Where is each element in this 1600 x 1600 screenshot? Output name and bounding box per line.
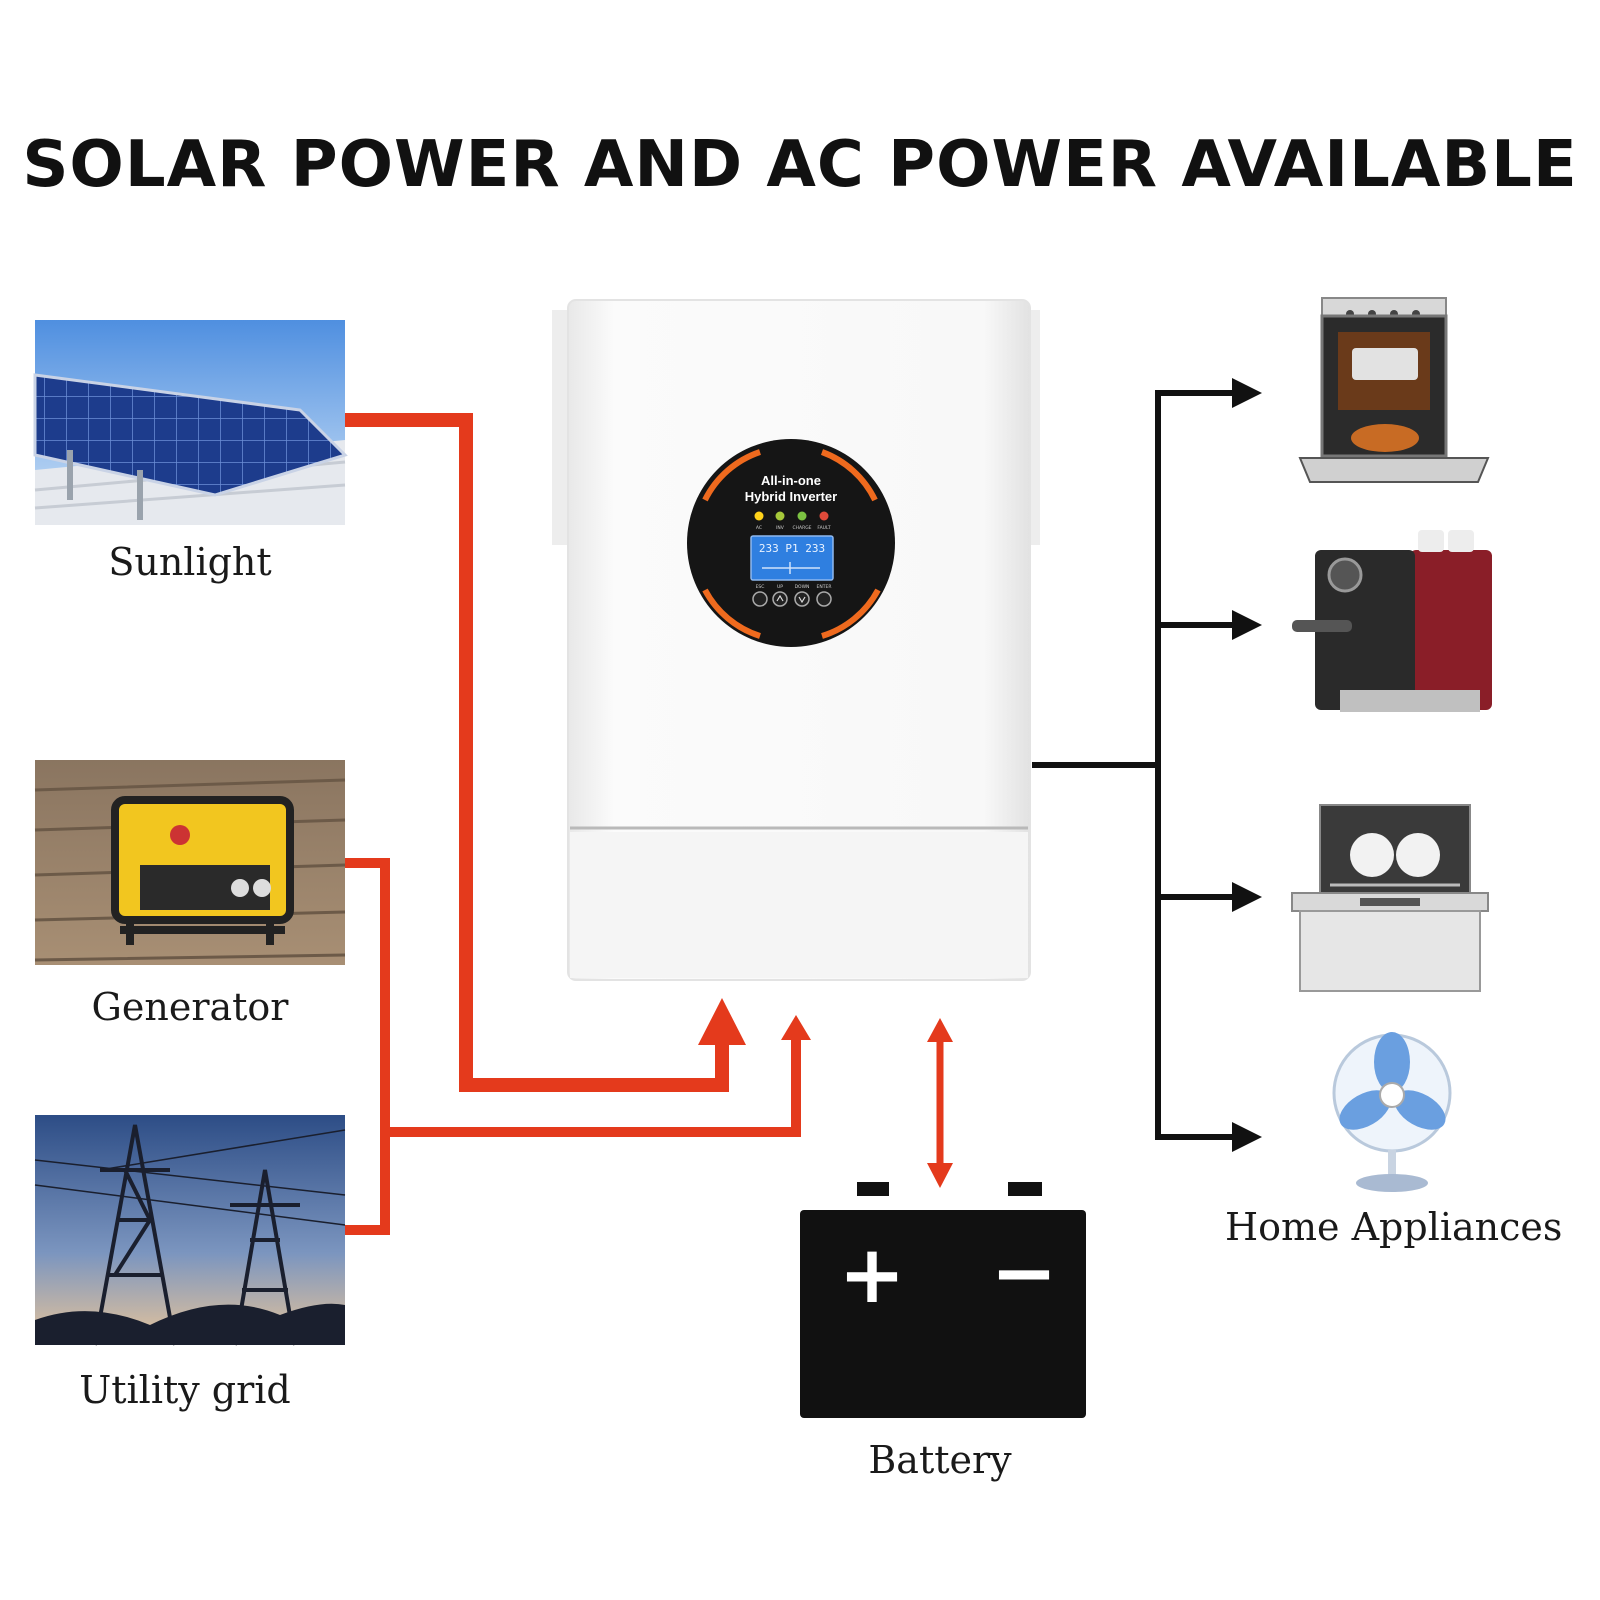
generator-photo bbox=[34, 760, 346, 965]
solar-input-arrowhead bbox=[698, 998, 746, 1045]
indicator-label-inv: INV bbox=[776, 525, 785, 531]
electric-fan-icon bbox=[1332, 1032, 1452, 1192]
battery-label: Battery bbox=[868, 1438, 1012, 1482]
ac-input-line bbox=[345, 858, 801, 1235]
page-title: SOLAR POWER AND AC POWER AVAILABLE bbox=[22, 128, 1578, 202]
battery-link-line bbox=[927, 1018, 953, 1188]
panel-title-line1: All-in-one bbox=[761, 473, 821, 488]
button-label-up: UP bbox=[777, 584, 783, 590]
battery-positive-symbol: + bbox=[838, 1228, 905, 1321]
home-appliances-label: Home Appliances bbox=[1225, 1205, 1563, 1249]
generator-icon bbox=[111, 796, 294, 945]
lcd-screen bbox=[750, 535, 834, 581]
battery-negative-symbol: − bbox=[990, 1226, 1057, 1319]
button-label-down: DOWN bbox=[795, 584, 810, 590]
down-button-icon bbox=[794, 591, 810, 607]
button-label-esc: ESC bbox=[756, 584, 765, 590]
solar-panel-array-icon bbox=[33, 373, 348, 497]
panel-buttons: ESC UP DOWN ENTER bbox=[752, 584, 832, 607]
sunlight-label: Sunlight bbox=[108, 540, 272, 584]
solar-input-line bbox=[345, 413, 729, 1092]
generator-label: Generator bbox=[91, 985, 289, 1029]
ac-input-arrowhead bbox=[781, 1015, 811, 1040]
coffee-machine-icon bbox=[1292, 530, 1492, 712]
utility-grid-photo bbox=[34, 1115, 346, 1346]
sunlight-photo bbox=[33, 320, 348, 525]
panel-title-line2: Hybrid Inverter bbox=[745, 489, 837, 504]
esc-button-icon bbox=[752, 591, 768, 607]
indicator-charge-icon bbox=[797, 511, 807, 521]
indicator-label-ac: AC bbox=[756, 525, 762, 531]
up-button-icon bbox=[772, 591, 788, 607]
indicator-fault-icon bbox=[819, 511, 829, 521]
status-indicators: AC INV CHARGE FAULT bbox=[754, 511, 831, 531]
utility-grid-label: Utility grid bbox=[79, 1368, 291, 1412]
output-distribution-lines bbox=[1032, 390, 1240, 1140]
enter-button-icon bbox=[816, 591, 832, 607]
lcd-readout: 233 P1 233 bbox=[759, 542, 825, 555]
indicator-inv-icon bbox=[775, 511, 785, 521]
dishwasher-icon bbox=[1291, 804, 1489, 992]
hybrid-inverter: All-in-one Hybrid Inverter AC INV CHARGE… bbox=[552, 299, 1040, 981]
button-label-enter: ENTER bbox=[817, 584, 832, 590]
oven-icon bbox=[1298, 297, 1490, 483]
indicator-label-fault: FAULT bbox=[817, 525, 830, 531]
control-panel: All-in-one Hybrid Inverter AC INV CHARGE… bbox=[687, 439, 895, 647]
output-arrowheads bbox=[1232, 378, 1262, 1152]
indicator-label-charge: CHARGE bbox=[792, 525, 811, 531]
battery-icon: + − bbox=[800, 1182, 1086, 1418]
indicator-ac-icon bbox=[754, 511, 764, 521]
power-tower-icon bbox=[34, 1124, 346, 1346]
